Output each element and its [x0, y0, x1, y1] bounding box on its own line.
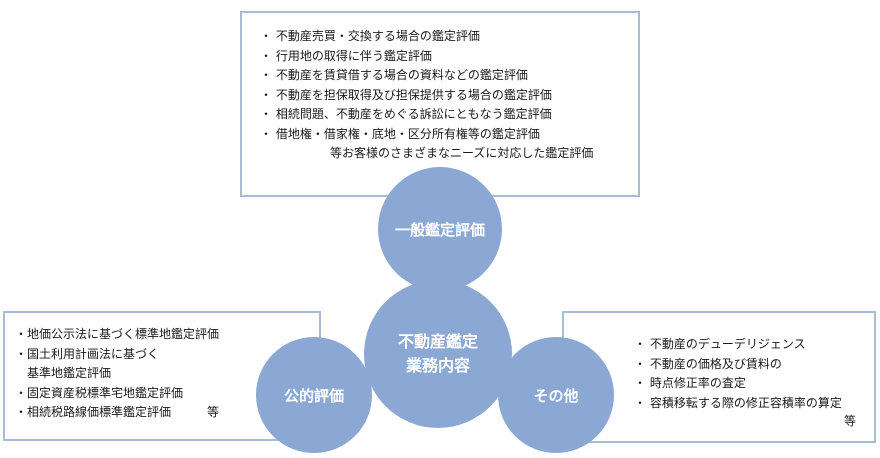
list-footer: 等お客様のさまざまなニーズに対応した鑑定評価 — [330, 146, 594, 160]
general-appraisal-label: 一般鑑定評価 — [394, 220, 485, 239]
list-item: ・ 不動産を賃貸借する場合の資料などの鑑定評価 — [260, 68, 528, 82]
list-footer: 等 — [207, 405, 220, 419]
list-footer: 等 — [843, 414, 856, 428]
general-appraisal-box: ・ 不動産売買・交換する場合の鑑定評価 ・ 行用地の取得に伴う鑑定評価 ・ 不動… — [240, 11, 640, 197]
business-content-circle: 不動産鑑定 業務内容 — [364, 280, 512, 428]
list-item: ・ 不動産の価格及び賃料の — [634, 356, 782, 371]
list-item: ・ 借地権・借家権・底地・区分所有権等の鑑定評価 — [260, 126, 540, 141]
list-item: ・地価公示法に基づく標準地鑑定評価 — [15, 327, 220, 341]
list-item: ・固定資産税標準宅地鑑定評価 — [15, 385, 184, 400]
other-circle: その他 — [498, 337, 614, 453]
other-label: その他 — [533, 386, 579, 405]
list-item: ・ 不動産のデューデリジェンス — [634, 337, 806, 351]
center-title-line1: 不動産鑑定 — [397, 332, 478, 351]
public-appraisal-label: 公的評価 — [283, 386, 344, 405]
list-item: ・ 相続問題、不動産をめぐる訴訟にともなう鑑定評価 — [260, 107, 552, 121]
list-item: ・ 時点修正率の査定 — [634, 376, 746, 390]
list-item: ・ 不動産売買・交換する場合の鑑定評価 — [260, 29, 480, 43]
list-item: ・ 容積移転する際の修正容積率の算定 — [634, 395, 842, 410]
list-item: ・国土利用計画法に基づく — [15, 346, 160, 361]
list-item: ・相続税路線価標準鑑定評価 — [15, 405, 172, 419]
list-item-row: ・相続税路線価標準鑑定評価 等 — [15, 403, 319, 423]
general-appraisal-circle: 一般鑑定評価 — [378, 167, 502, 291]
public-appraisal-circle: 公的評価 — [256, 337, 372, 453]
center-title-line2: 業務内容 — [405, 356, 470, 375]
list-item: ・ 不動産を担保取得及び担保提供する場合の鑑定評価 — [260, 87, 552, 102]
other-services-box: ・ 不動産のデューデリジェンス ・ 不動産の価格及び賃料の ・ 時点修正率の査定… — [562, 311, 876, 443]
list-item: ・ 行用地の取得に伴う鑑定評価 — [260, 48, 432, 63]
list-item-continued: 基準地鑑定評価 — [27, 366, 112, 380]
